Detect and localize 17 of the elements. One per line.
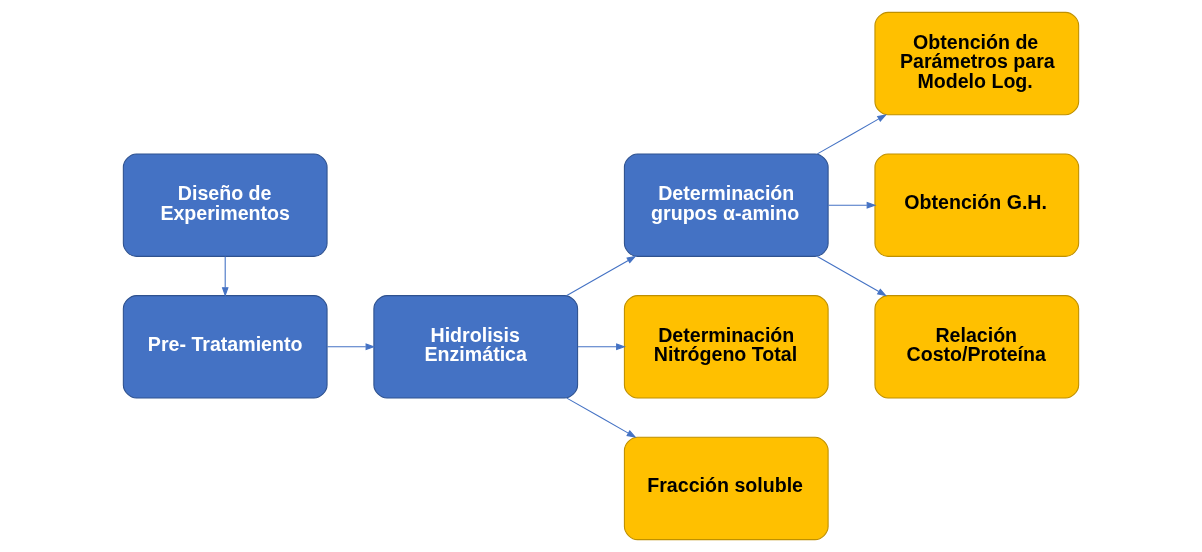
arrow xyxy=(566,397,637,438)
node-box: Relación Costo/Proteína xyxy=(874,295,1080,399)
arrow xyxy=(326,343,376,351)
node-box: Diseño de Experimentos xyxy=(122,153,328,257)
node-box: Obtención de Parámetros para Modelo Log. xyxy=(874,11,1080,116)
arrow xyxy=(827,201,877,209)
node-box: Determinación Nitrógeno Total xyxy=(623,295,829,399)
node-box: Determinación grupos α-amino xyxy=(623,153,829,257)
arrow xyxy=(577,343,626,351)
arrow xyxy=(221,256,229,297)
node-box: Obtención G.H. xyxy=(874,153,1080,257)
arrow xyxy=(816,114,887,155)
node-box: Pre- Tratamiento xyxy=(122,295,328,399)
arrow xyxy=(816,255,887,297)
node-box: Fracción soluble xyxy=(623,436,829,541)
arrow xyxy=(566,255,637,297)
node-box: Hidrolisis Enzimática xyxy=(373,295,579,399)
